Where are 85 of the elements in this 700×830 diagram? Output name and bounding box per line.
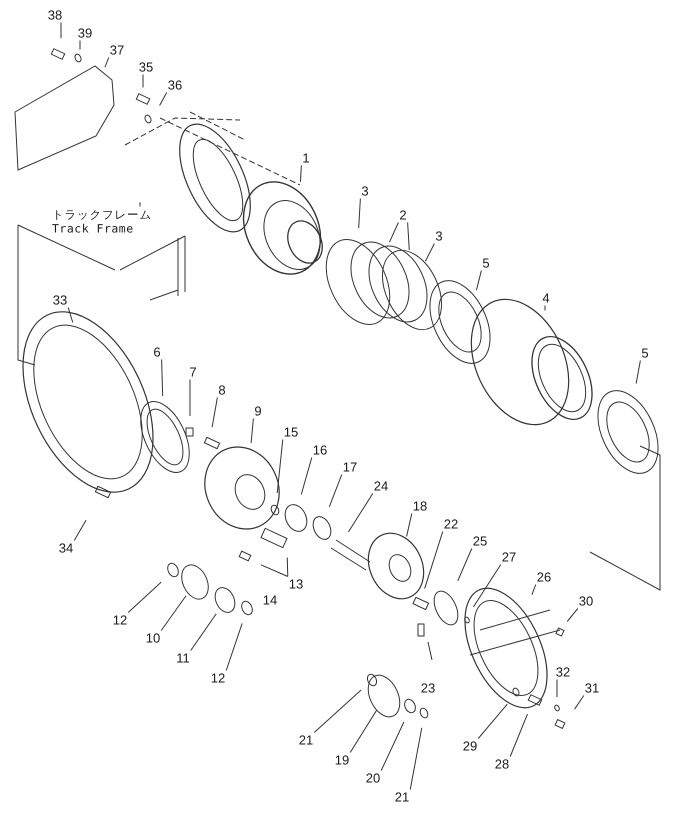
leader-line [286,557,288,577]
leader-line [68,307,74,323]
leader-line [424,531,444,590]
callout-number: 29 [462,740,478,752]
leader-line [380,721,404,771]
callout-number: 18 [412,500,428,512]
leader-line [478,704,508,739]
part-label: トラックフレーム Track Frame [52,208,152,236]
leader-line [104,57,110,68]
callout-number: 33 [52,294,68,306]
leader-line [473,564,502,608]
callout-number: 37 [110,44,124,56]
callout-number: 5 [641,346,649,360]
leader-line [574,695,584,710]
callout-number: 36 [168,78,182,92]
callout-number: 30 [578,594,594,608]
leader-line [190,613,217,651]
leader-line [476,270,482,291]
leader-line [388,222,399,243]
callout-number: 23 [420,682,436,694]
leader-line [276,439,284,494]
leader-line [348,493,374,532]
callout-number: 11 [176,652,190,664]
leader-line [358,198,361,229]
callout-number: 20 [366,772,380,784]
callout-number: 22 [444,518,458,530]
callout-number: 31 [584,682,600,694]
callout-number: 3 [435,230,443,242]
leader-line [406,513,412,537]
callout-number: 5 [482,256,490,270]
leader-line [350,710,378,753]
leader-line [142,74,144,88]
callout-number: 4 [542,292,550,304]
leader-line [636,360,641,384]
leader-line [544,305,546,311]
callout-number: 9 [254,404,262,418]
callout-number: 38 [48,8,62,22]
callout-number: 15 [284,426,298,438]
leader-line [74,520,87,541]
callout-number: 14 [262,594,278,606]
callout-number: 28 [494,758,510,770]
leader-line [128,582,162,613]
callout-number: 24 [374,480,388,492]
callout-number: 26 [536,570,552,584]
callout-number: 16 [312,444,328,456]
callout-number: 35 [138,60,154,74]
leader-line [531,584,536,596]
leader-line [60,22,62,39]
leader-line [457,548,472,582]
callout-number: 6 [153,346,161,358]
leader-line [314,690,362,733]
leader-line [226,622,243,671]
callout-number: 25 [472,534,488,548]
callout-number: 13 [288,578,304,590]
leader-line [300,165,302,182]
leader-line [566,608,578,622]
callout-number: 10 [146,632,160,644]
callout-number: 2 [399,208,407,222]
leader-line [328,474,342,508]
leader-line [424,243,435,262]
callout-number: 32 [556,666,570,678]
callout-number: 17 [342,460,358,474]
callout-number: 27 [502,550,516,564]
leader-line [159,92,168,106]
callout-number: 1 [302,152,310,164]
callout-number: 34 [58,542,74,554]
callout-number: 21 [298,734,314,746]
callout-number: 7 [189,366,197,378]
leader-line [212,397,218,428]
leader-line [160,595,187,631]
leader-line [161,359,164,396]
leader-line [260,564,288,577]
leader-line [407,222,410,251]
leader-line [510,714,528,757]
callout-number: 19 [334,754,350,766]
callout-number: 12 [210,672,226,684]
callout-number: 8 [218,384,226,396]
callout-number: 3 [361,184,369,198]
callout-number: 12 [112,614,128,626]
callout-number: 21 [394,790,410,804]
callout-number: 39 [78,26,92,40]
leader-line [556,679,558,698]
leader-line [410,727,422,790]
leader-line [300,457,312,495]
leader-line [250,418,254,444]
